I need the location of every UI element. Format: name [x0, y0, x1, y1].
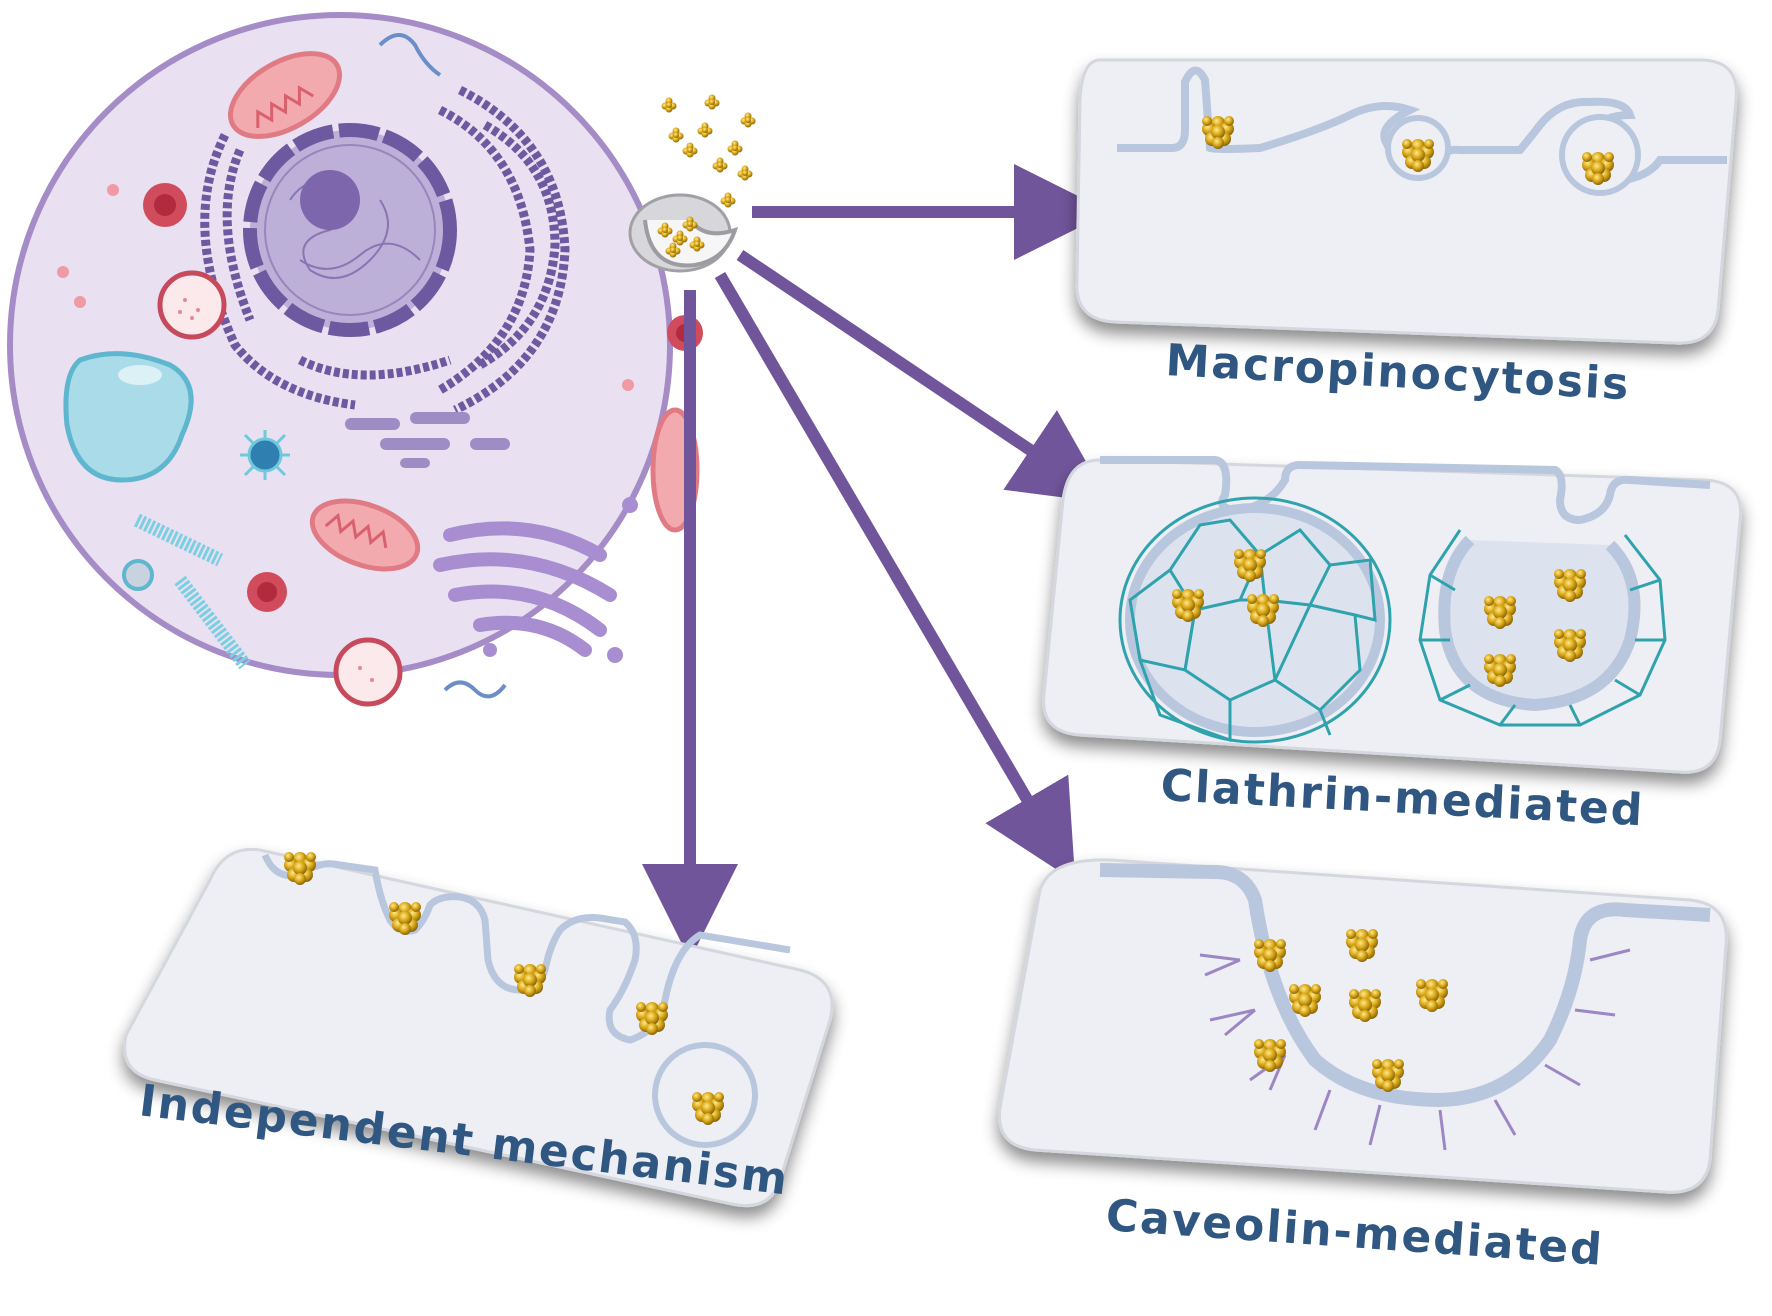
cytoskeleton — [133, 513, 251, 670]
panel-macropinocytosis: Macropinocytosis — [1075, 58, 1738, 410]
panel-clathrin: Clathrin-mediated — [1042, 456, 1743, 836]
entry-pocket — [628, 193, 739, 273]
golgi-apparatus — [433, 521, 617, 657]
endoplasmic-reticulum — [200, 85, 570, 415]
lysosome — [143, 183, 187, 227]
label-clathrin: Clathrin-mediated — [1159, 760, 1645, 836]
panel-caveolin: Caveolin-mediated — [997, 858, 1728, 1276]
panel-independent: Independent mechanism — [123, 847, 834, 1208]
peroxisome — [333, 637, 403, 707]
pathway-arrows — [642, 164, 1110, 960]
clathrin-coated-vesicle — [1118, 496, 1392, 744]
mitochondrion — [227, 51, 343, 139]
cell — [7, 12, 703, 707]
vacuole — [63, 351, 194, 483]
nucleus — [243, 123, 457, 337]
membrane — [1099, 863, 1711, 1108]
lysosome — [247, 572, 287, 612]
label-caveolin: Caveolin-mediated — [1104, 1190, 1605, 1276]
caveolin-coat — [1199, 948, 1631, 1151]
vesicle-dashes — [345, 412, 510, 468]
centrosome — [240, 430, 290, 480]
label-macropinocytosis: Macropinocytosis — [1164, 335, 1631, 410]
clathrin-coated-pit — [1418, 529, 1667, 727]
nanoparticle-cloud — [661, 94, 756, 208]
arrow-caveolin — [714, 271, 1076, 882]
arrow-clathrin — [736, 250, 1110, 504]
nucleolus — [300, 170, 360, 230]
peroxisome — [157, 270, 227, 340]
mitochondrion — [309, 498, 421, 572]
